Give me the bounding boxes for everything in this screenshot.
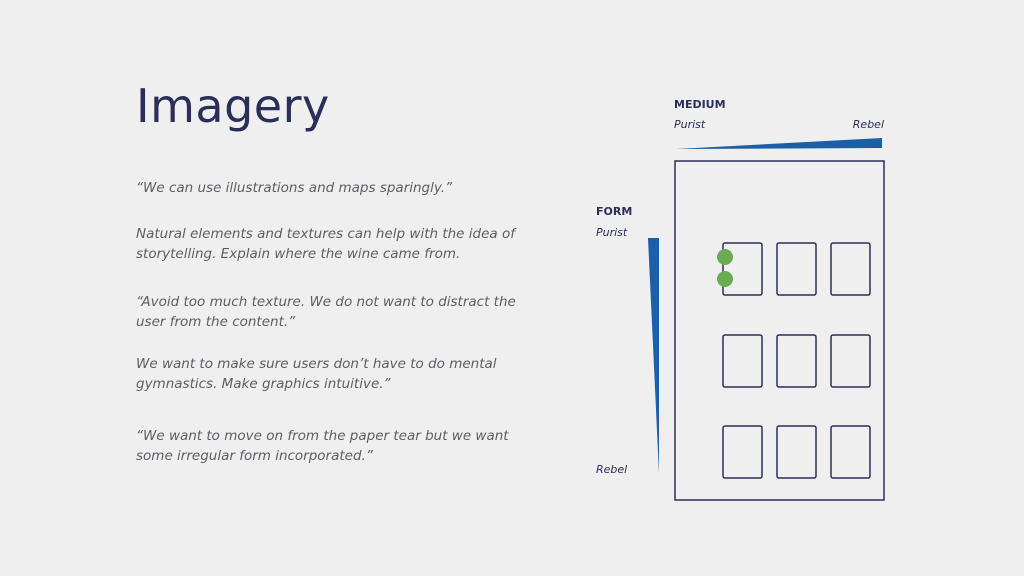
grid-cells xyxy=(722,242,871,479)
medium-axis-wedge xyxy=(676,138,882,149)
grid-cell xyxy=(776,334,817,388)
quote-item: “Avoid too much texture. We do not want … xyxy=(136,294,516,330)
grid-cell xyxy=(830,242,871,296)
grid-cell xyxy=(722,425,763,479)
grid-cell xyxy=(722,242,763,296)
grid-cell xyxy=(830,425,871,479)
form-axis-wedge xyxy=(648,238,659,474)
form-axis-end-label: Rebel xyxy=(596,463,627,476)
medium-axis-label: MEDIUM xyxy=(674,98,726,111)
grid-cell xyxy=(776,425,817,479)
marker-dot xyxy=(717,249,733,265)
medium-axis-start-label: Purist xyxy=(674,118,706,131)
grid-cell xyxy=(722,334,763,388)
diagram-frame xyxy=(674,160,885,501)
quote-item: Natural elements and textures can help w… xyxy=(136,226,515,262)
quote-item: We want to make sure users don’t have to… xyxy=(136,356,497,392)
form-axis-start-label: Purist xyxy=(596,226,628,239)
markers xyxy=(717,249,733,287)
grid-cell xyxy=(830,334,871,388)
form-axis-label: FORM xyxy=(596,205,632,218)
quote-item: “We want to move on from the paper tear … xyxy=(136,428,509,464)
page-title: Imagery xyxy=(136,79,330,133)
medium-axis-end-label: Rebel xyxy=(853,118,884,131)
grid-cell xyxy=(776,242,817,296)
quote-item: “We can use illustrations and maps spari… xyxy=(136,180,453,196)
marker-dot xyxy=(717,271,733,287)
